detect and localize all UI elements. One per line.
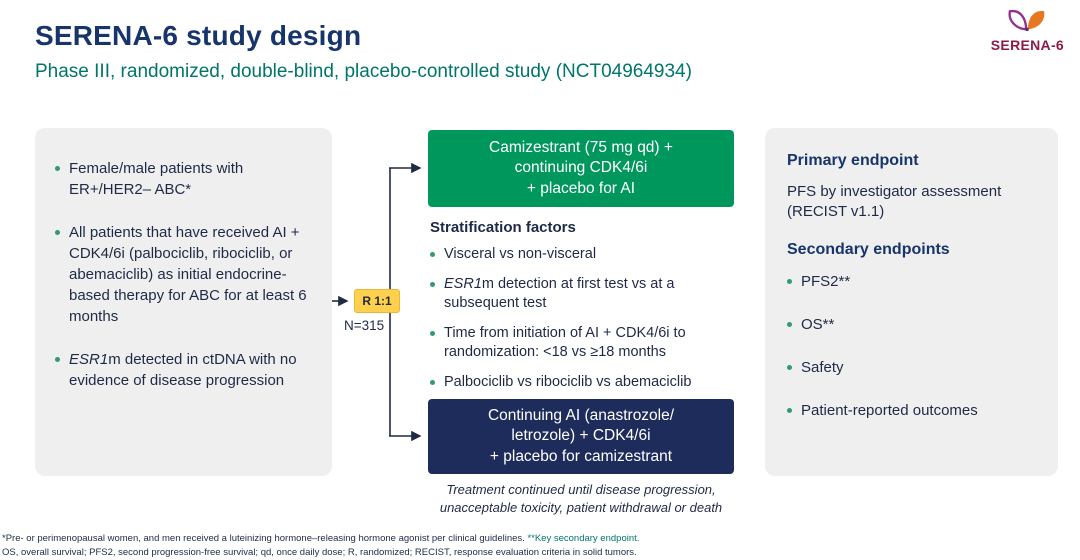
eligibility-item: ESR1m detected in ctDNA with no evidence… [55,349,312,391]
page-title: SERENA-6 study design [35,20,362,51]
arm-line: + placebo for camizestrant [489,447,673,465]
bullet-icon [55,357,60,362]
eligibility-item-text: ESR1m detected in ctDNA with no evidence… [69,351,297,389]
stratification-item: ESR1m detection at first test vs at a su… [430,275,730,314]
stratification-item: Palbociclib vs ribociclib vs abemaciclib [430,373,730,393]
stratification-item: Visceral vs non-visceral [430,245,730,265]
bullet-icon [55,166,60,171]
arm-line: Camizestrant (75 mg qd) + [489,138,673,156]
eligibility-item: All patients that have received AI + CDK… [55,222,312,327]
eligibility-item-text: All patients that have received AI + CDK… [69,224,307,325]
arm-control-box: Continuing AI (anastrozole/ letrozole) +… [428,399,734,474]
endpoint-item-text: PFS2** [801,272,851,290]
footnote-line-1: *Pre- or perimenopausal women, and men r… [2,533,640,544]
secondary-endpoints-heading: Secondary endpoints [787,240,950,258]
bullet-icon [430,330,435,336]
endpoint-item-text: Patient-reported outcomes [801,401,978,419]
footnotes: *Pre- or perimenopausal women, and men r… [2,532,1042,560]
bullet-icon [55,230,60,235]
footnote-line-2: OS, overall survival; PFS2, second progr… [2,547,637,559]
randomization-badge: R 1:1 [354,289,400,313]
endpoint-item: PFS2** [787,271,1036,292]
serena6-logo: SERENA-6 [991,5,1064,53]
endpoint-item: OS** [787,314,1036,335]
eligibility-item-text: Female/male patients with ER+/HER2– ABC* [69,160,244,198]
eligibility-item: Female/male patients with ER+/HER2– ABC* [55,158,312,200]
stratification-item: Time from initiation of AI + CDK4/6i to … [430,324,730,363]
bullet-icon [787,321,792,327]
primary-endpoint-heading: Primary endpoint [787,152,919,169]
bullet-icon [430,379,435,385]
eligibility-panel: Female/male patients with ER+/HER2– ABC*… [35,128,332,476]
endpoint-item-text: Safety [801,358,844,376]
stratification-item-text: Visceral vs non-visceral [444,246,597,262]
arm-line: + placebo for AI [526,179,636,197]
eligibility-list: Female/male patients with ER+/HER2– ABC*… [55,158,312,391]
bullet-icon [787,407,792,413]
page-subtitle: Phase III, randomized, double-blind, pla… [35,61,692,82]
secondary-endpoints-list: PFS2** OS** Safety Patient-reported outc… [787,271,1036,421]
arm-line: continuing CDK4/6i [514,159,648,177]
butterfly-icon [1007,5,1047,37]
arm-line: letrozole) + CDK4/6i [511,427,651,445]
treatment-note: Treatment continued until disease progre… [439,482,723,515]
endpoint-item: Patient-reported outcomes [787,400,1036,421]
stratification-list: Visceral vs non-visceral ESR1m detection… [430,245,730,402]
arm-camizestrant-box: Camizestrant (75 mg qd) + continuing CDK… [428,130,734,207]
endpoints-panel: Primary endpoint PFS by investigator ass… [765,128,1058,476]
endpoint-item-text: OS** [801,315,835,333]
primary-endpoint-text: PFS by investigator assessment (RECIST v… [787,183,1002,221]
stratification-item-text: ESR1m detection at first test vs at a su… [444,275,675,312]
stratification-heading: Stratification factors [430,219,576,236]
sample-size-label: N=315 [344,318,385,333]
logo-wordmark: SERENA-6 [990,37,1064,53]
arm-line: Continuing AI (anastrozole/ [487,406,675,424]
bullet-icon [787,278,792,284]
bullet-icon [787,364,792,370]
bullet-icon [430,281,435,287]
stratification-item-text: Palbociclib vs ribociclib vs abemaciclib [444,373,692,390]
bullet-icon [430,252,435,257]
endpoint-item: Safety [787,357,1036,378]
stratification-item-text: Time from initiation of AI + CDK4/6i to … [444,324,686,361]
